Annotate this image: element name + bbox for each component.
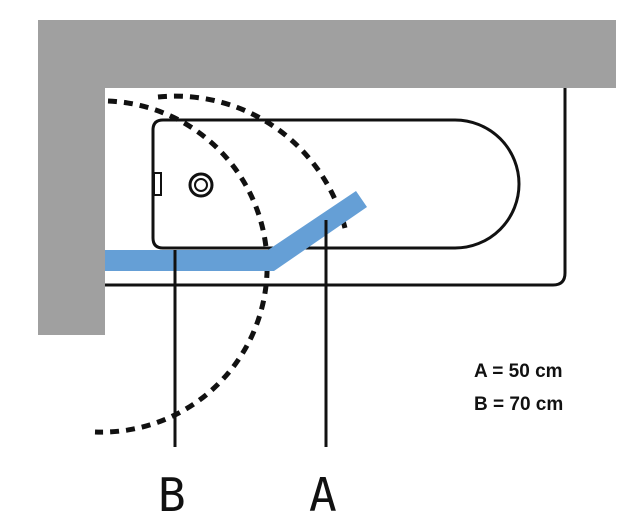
bathtub-basin — [151, 118, 521, 250]
dimension-a-text: A = 50 cm — [474, 361, 563, 382]
overflow — [153, 172, 162, 196]
drain-icon — [188, 172, 214, 198]
bathtub-outline — [105, 88, 567, 287]
label-a: A — [309, 468, 337, 522]
glass-screen — [105, 191, 367, 271]
swing-arc-large — [94, 98, 270, 435]
label-b: B — [158, 468, 186, 522]
wall — [38, 20, 616, 335]
swing-arc-panel-a — [157, 93, 348, 229]
dimension-b-text: B = 70 cm — [474, 394, 564, 415]
